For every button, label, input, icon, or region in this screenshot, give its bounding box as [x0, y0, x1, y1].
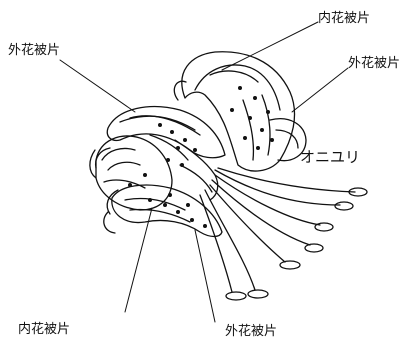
stamens: [200, 168, 367, 300]
tepal-upper-left: [107, 107, 225, 160]
label-inner-tepal-bottom: 内花被片: [18, 323, 70, 336]
label-outer-tepal-bottom: 外花被片: [225, 325, 277, 338]
leader-lines: [60, 22, 348, 322]
label-outer-tepal-top-left: 外花被片: [8, 44, 60, 57]
petal-spots: [128, 86, 274, 228]
tepal-lower-left: [104, 185, 222, 236]
label-inner-tepal-top: 内花被片: [318, 12, 370, 25]
tepal-top-right: [174, 52, 294, 171]
label-outer-tepal-right: 外花被片: [348, 57, 400, 70]
label-species-name: オニユリ: [300, 150, 360, 165]
